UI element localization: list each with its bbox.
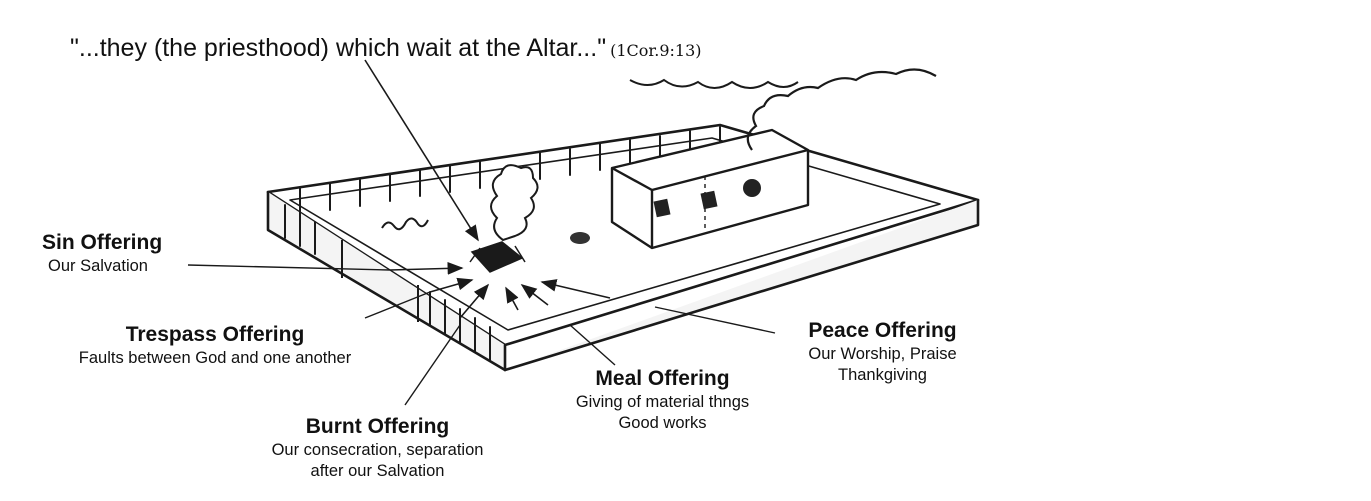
- tent-smoke-curls: [629, 78, 799, 89]
- label-trespass-offering: Trespass Offering Faults between God and…: [55, 322, 375, 369]
- altar-smoke: [490, 164, 539, 242]
- label-burnt-offering: Burnt Offering Our consecration, separat…: [245, 414, 510, 482]
- scripture-quote: "...they (the priesthood) which wait at …: [70, 34, 702, 63]
- label-subtitle: Thankgiving: [838, 366, 927, 384]
- court-wall-outline: [266, 123, 980, 347]
- fence-posts: [284, 126, 721, 362]
- label-subtitle: Giving of material thngs: [575, 393, 750, 411]
- court-wall-right-face: [503, 198, 980, 372]
- label-subtitle: Our Worship, Praise: [808, 345, 957, 363]
- label-peace-offering: Peace Offering Our Worship, Praise Thank…: [780, 318, 985, 386]
- tent-furniture: [653, 179, 761, 218]
- label-subtitle: Good works: [618, 414, 707, 432]
- label-title: Burnt Offering: [305, 415, 450, 438]
- court-scribble: [381, 217, 429, 231]
- label-sin-offering: Sin Offering Our Salvation: [42, 230, 162, 277]
- label-title: Peace Offering: [808, 319, 957, 342]
- quote-text: "...they (the priesthood) which wait at …: [70, 34, 607, 62]
- label-subtitle: after our Salvation: [310, 462, 445, 480]
- altar-arrows: [364, 59, 611, 319]
- label-subtitle: Our consecration, separation: [271, 441, 484, 459]
- court-inner-rim: [289, 137, 941, 331]
- label-leaders: [187, 264, 776, 406]
- label-meal-offering: Meal Offering Giving of material thngs G…: [550, 366, 775, 434]
- brazen-altar: [469, 241, 526, 273]
- label-title: Trespass Offering: [125, 323, 305, 346]
- tabernacle-tent: [610, 128, 810, 250]
- quote-reference: (1Cor.9:13): [610, 41, 702, 60]
- label-subtitle: Faults between God and one another: [78, 349, 352, 367]
- laver: [570, 232, 590, 244]
- label-subtitle: Our Salvation: [48, 257, 148, 275]
- label-title: Meal Offering: [595, 367, 730, 390]
- label-title: Sin Offering: [42, 231, 163, 254]
- tent-smoke: [746, 68, 937, 151]
- court-gate: [341, 240, 419, 322]
